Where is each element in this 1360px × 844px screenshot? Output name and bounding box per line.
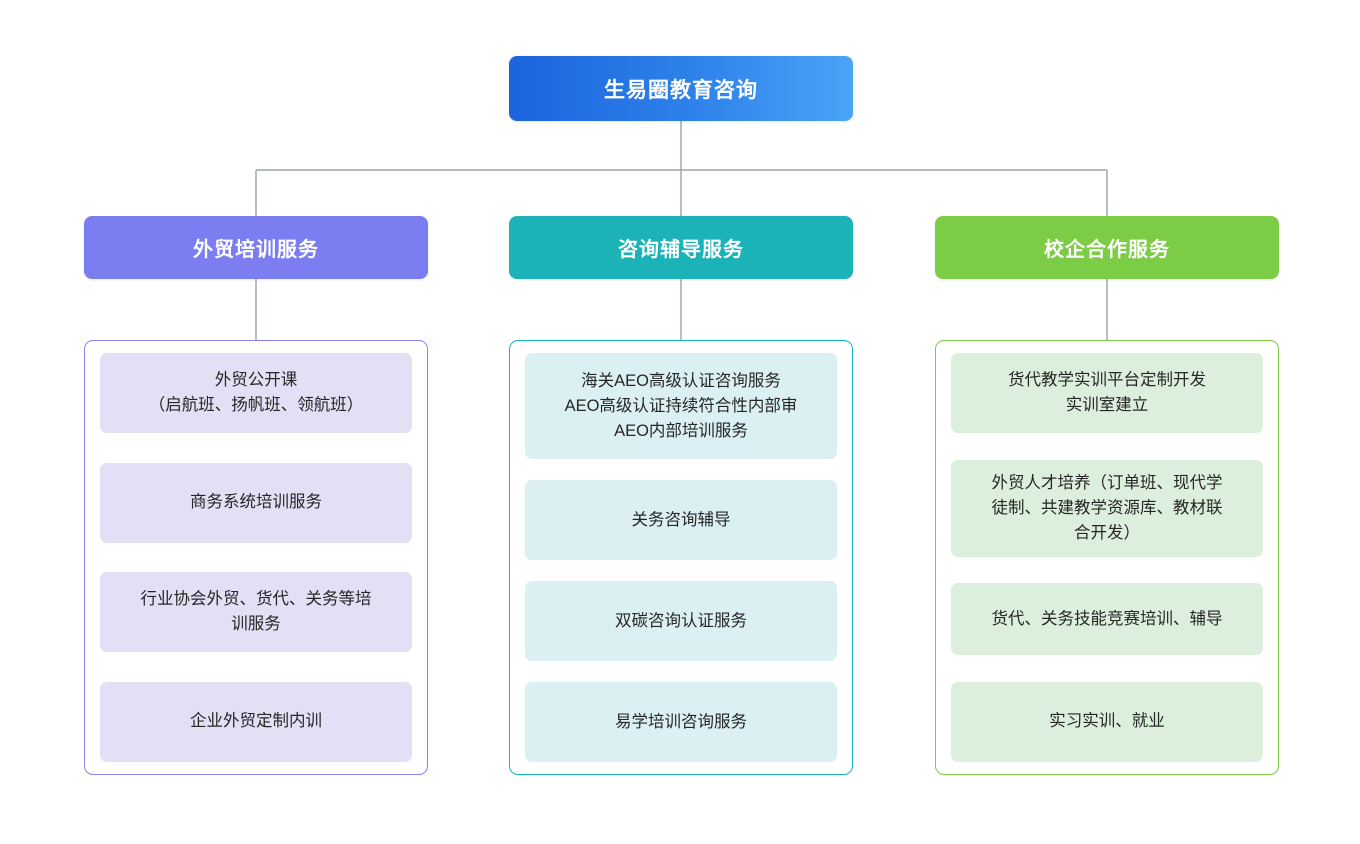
branch-header-2[interactable]: 校企合作服务 [935, 216, 1279, 279]
item-line: 企业外贸定制内训 [190, 712, 322, 731]
item-line: 训服务 [231, 615, 281, 634]
branch-item-text-1-2: 双碳咨询认证服务 [615, 609, 747, 634]
branch-panel-0: 外贸公开课 （启航班、扬帆班、领航班） 商务系统培训服务 行业协会外贸、货代、关… [84, 340, 428, 775]
branch-item-text-0-0: 外贸公开课 （启航班、扬帆班、领航班） [149, 368, 364, 418]
item-line: 双碳咨询认证服务 [615, 611, 747, 630]
branch-item-2-2[interactable]: 货代、关务技能竞赛培训、辅导 [951, 583, 1263, 656]
branch-item-1-0[interactable]: 海关AEO高级认证咨询服务 AEO高级认证持续符合性内部审 AEO内部培训服务 [525, 353, 837, 459]
branch-column-0: 外贸培训服务 外贸公开课 （启航班、扬帆班、领航班） 商务系统培训服务 行业协会… [84, 216, 428, 775]
item-line: AEO内部培训服务 [614, 421, 748, 440]
branch-item-1-2[interactable]: 双碳咨询认证服务 [525, 581, 837, 661]
branch-item-1-1[interactable]: 关务咨询辅导 [525, 480, 837, 560]
item-line: 货代、关务技能竞赛培训、辅导 [991, 609, 1223, 628]
branch-item-text-0-2: 行业协会外贸、货代、关务等培 训服务 [141, 587, 372, 637]
branch-item-text-2-2: 货代、关务技能竞赛培训、辅导 [992, 607, 1223, 632]
item-line: 外贸公开课 [214, 371, 298, 389]
branch-item-0-3[interactable]: 企业外贸定制内训 [100, 681, 412, 762]
item-line: 徒制、共建教学资源库、教材联 [991, 498, 1223, 517]
branch-item-text-1-1: 关务咨询辅导 [632, 508, 731, 533]
branch-panel-2: 货代教学实训平台定制开发 实训室建立 外贸人才培养（订单班、现代学 徒制、共建教… [935, 340, 1279, 775]
branch-header-label-1: 咨询辅导服务 [618, 239, 744, 261]
branch-column-1: 咨询辅导服务 海关AEO高级认证咨询服务 AEO高级认证持续符合性内部审 AEO… [509, 216, 853, 775]
root-node-label: 生易圈教育咨询 [604, 78, 758, 102]
branch-item-2-1[interactable]: 外贸人才培养（订单班、现代学 徒制、共建教学资源库、教材联 合开发） [951, 459, 1263, 557]
item-line: 海关AEO高级认证咨询服务 [581, 371, 781, 390]
branch-item-text-2-1: 外贸人才培养（订单班、现代学 徒制、共建教学资源库、教材联 合开发） [992, 471, 1223, 546]
branch-column-2: 校企合作服务 货代教学实训平台定制开发 实训室建立 外贸人才培养（订单班、现代学… [935, 216, 1279, 775]
branch-header-label-0: 外贸培训服务 [193, 239, 319, 261]
branch-item-text-1-3: 易学培训咨询服务 [615, 710, 747, 735]
item-line: 商务系统培训服务 [190, 493, 322, 512]
item-line: 货代教学实训平台定制开发 [1008, 371, 1206, 389]
branch-item-2-3[interactable]: 实习实训、就业 [951, 681, 1263, 762]
item-line: 外贸人才培养（订单班、现代学 [991, 473, 1223, 492]
item-line: 关务咨询辅导 [631, 510, 731, 529]
branch-item-text-0-1: 商务系统培训服务 [190, 490, 322, 515]
branch-item-1-3[interactable]: 易学培训咨询服务 [525, 682, 837, 762]
branch-item-0-0[interactable]: 外贸公开课 （启航班、扬帆班、领航班） [100, 353, 412, 433]
branch-item-0-2[interactable]: 行业协会外贸、货代、关务等培 训服务 [100, 572, 412, 653]
item-line: 合开发） [1074, 523, 1140, 542]
item-line: （启航班、扬帆班、领航班） [148, 396, 364, 414]
root-node[interactable]: 生易圈教育咨询 [509, 56, 853, 121]
branch-item-0-1[interactable]: 商务系统培训服务 [100, 462, 412, 543]
branch-header-1[interactable]: 咨询辅导服务 [509, 216, 853, 279]
item-line: AEO高级认证持续符合性内部审 [564, 396, 798, 415]
branch-header-0[interactable]: 外贸培训服务 [84, 216, 428, 279]
item-line: 实训室建立 [1065, 396, 1149, 414]
branch-item-text-2-0: 货代教学实训平台定制开发 实训室建立 [1008, 368, 1206, 418]
branch-panel-1: 海关AEO高级认证咨询服务 AEO高级认证持续符合性内部审 AEO内部培训服务 … [509, 340, 853, 775]
branch-item-text-1-0: 海关AEO高级认证咨询服务 AEO高级认证持续符合性内部审 AEO内部培训服务 [565, 369, 798, 444]
item-line: 行业协会外贸、货代、关务等培 [140, 590, 372, 609]
branch-header-label-2: 校企合作服务 [1044, 239, 1170, 261]
branch-item-text-2-3: 实习实训、就业 [1049, 709, 1165, 734]
item-line: 易学培训咨询服务 [615, 712, 747, 731]
item-line: 实习实训、就业 [1049, 712, 1165, 731]
branch-item-2-0[interactable]: 货代教学实训平台定制开发 实训室建立 [951, 353, 1263, 433]
branch-item-text-0-3: 企业外贸定制内训 [190, 709, 322, 734]
